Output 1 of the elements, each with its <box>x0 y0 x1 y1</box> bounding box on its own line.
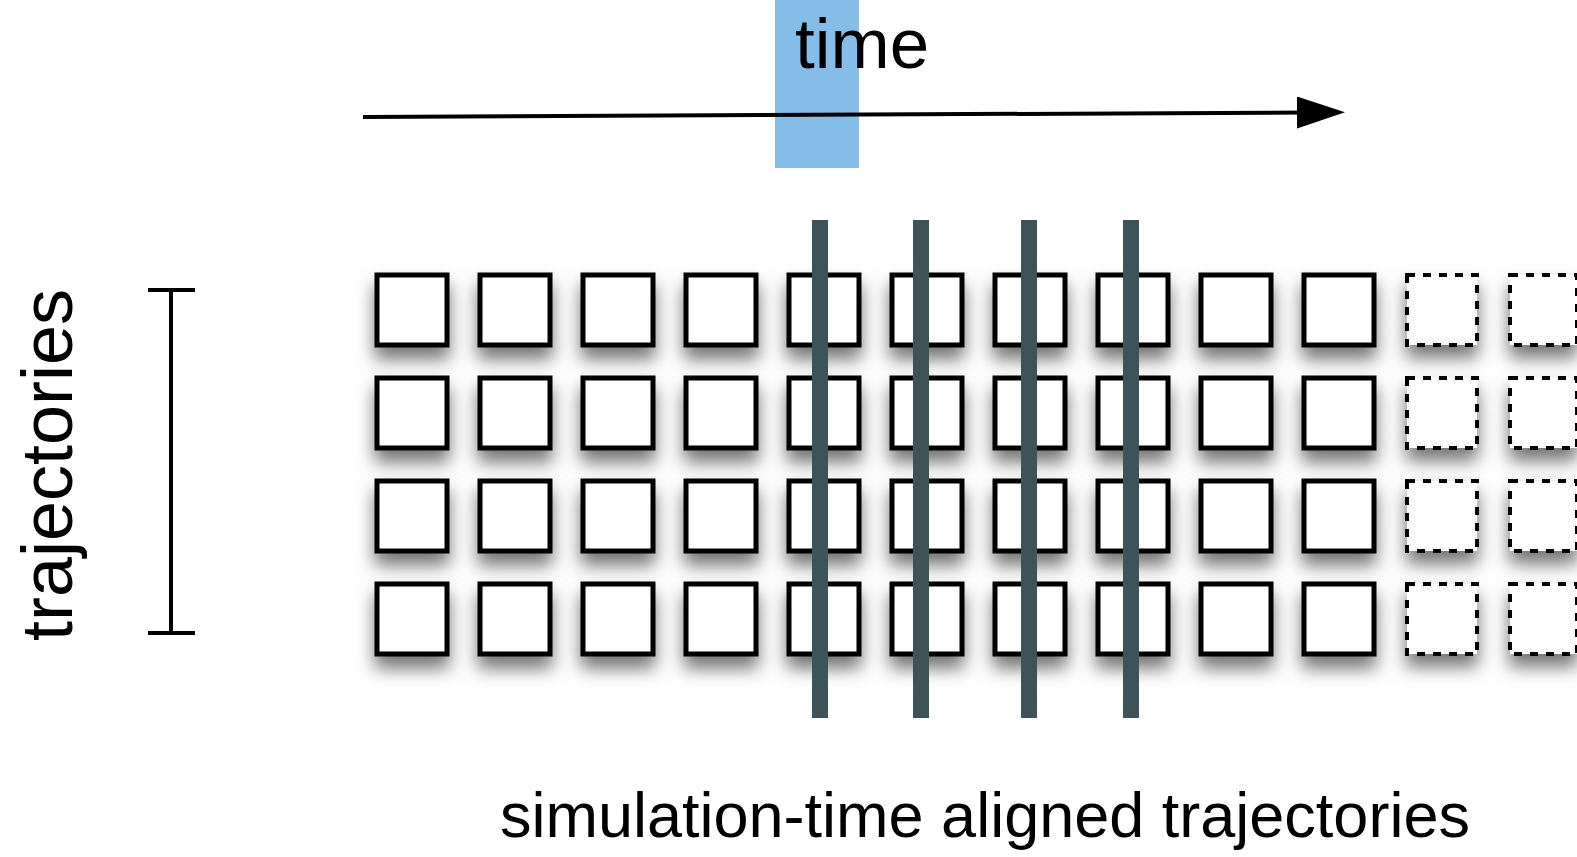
axis-label: time <box>795 8 930 79</box>
